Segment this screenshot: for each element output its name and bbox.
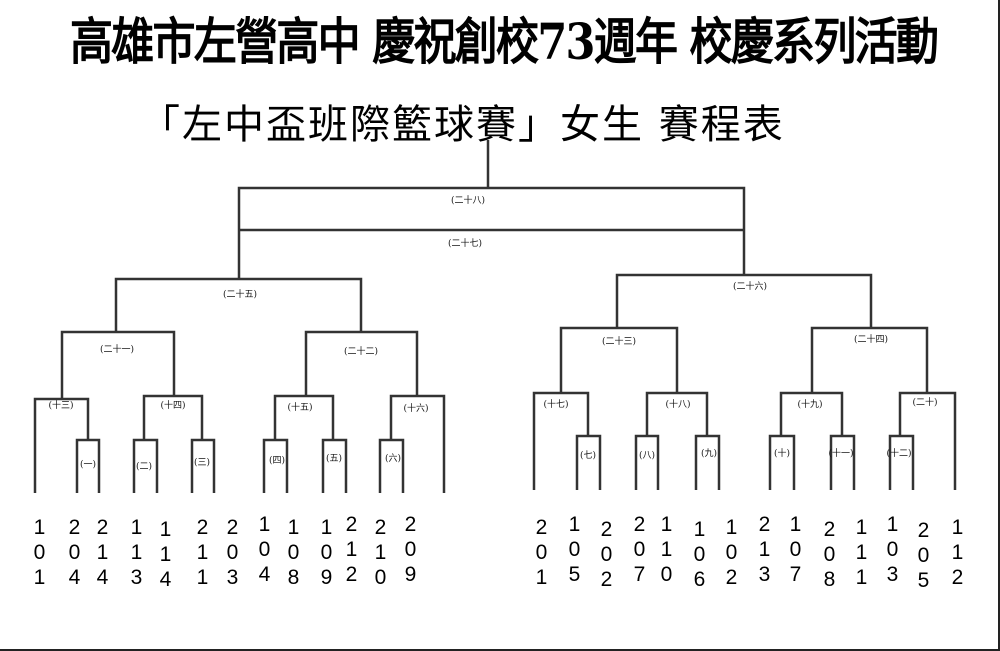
bracket-m15 [273, 394, 335, 440]
match-label-21: (二十一) [100, 343, 134, 355]
team-107: 107 [784, 513, 807, 588]
bracket-m5 [321, 438, 348, 493]
team-113: 113 [125, 516, 148, 591]
team-114: 114 [154, 518, 177, 593]
bracket-m18 [645, 391, 709, 436]
match-label-20: (二十) [912, 396, 937, 408]
match-label-27: (二十七) [448, 237, 482, 249]
match-label-10: (十) [774, 447, 790, 459]
bracket-m21 [60, 330, 176, 399]
match-label-19: (十九) [797, 398, 822, 410]
bracket-m13 [33, 397, 90, 493]
team-112: 112 [946, 516, 969, 591]
page-title: 高雄市左營高中 慶祝創校73週年 校慶系列活動 [70, 12, 939, 71]
match-label-9: (九) [701, 448, 717, 459]
team-104: 104 [253, 513, 276, 588]
team-203: 203 [221, 516, 244, 591]
team-208: 208 [818, 518, 841, 593]
page-border-bottom [0, 649, 1000, 651]
bracket-m27 [237, 228, 746, 279]
team-109: 109 [315, 516, 338, 591]
bracket-m6 [378, 438, 405, 493]
match-label-1: (一) [80, 459, 96, 470]
match-label-3: (三) [194, 457, 210, 468]
bracket-m2 [132, 438, 159, 493]
team-209: 209 [399, 513, 422, 588]
team-202: 202 [595, 518, 618, 593]
match-label-11: (十一) [828, 447, 853, 459]
match-label-2: (二) [136, 461, 152, 472]
match-label-14: (十四) [160, 399, 185, 411]
bracket-m25 [114, 277, 363, 332]
bracket-m3 [190, 438, 216, 493]
match-label-12: (十二) [886, 447, 911, 459]
team-213: 213 [753, 513, 776, 588]
match-label-18: (十八) [665, 398, 690, 410]
bracket-final [237, 140, 746, 230]
team-110: 110 [655, 513, 678, 588]
page-subtitle: 「左中盃班際籃球賽」女生 賽程表 [140, 102, 785, 148]
bracket-m9 [694, 434, 721, 490]
bracket-m10 [768, 434, 796, 490]
team-105: 105 [563, 513, 586, 588]
team-211: 211 [191, 516, 214, 591]
bracket-m23 [559, 326, 679, 393]
match-label-8: (八) [639, 450, 655, 461]
bracket-m20 [898, 391, 957, 490]
match-label-4: (四) [269, 455, 285, 466]
match-label-23: (二十三) [602, 335, 636, 347]
match-label-5: (五) [326, 453, 342, 464]
match-label-6: (六) [385, 452, 401, 464]
bracket-m12 [888, 434, 915, 490]
team-201: 201 [530, 516, 553, 591]
bracket-m24 [810, 326, 929, 393]
team-101: 101 [28, 516, 51, 591]
match-label-22: (二十二) [344, 345, 378, 357]
bracket-m26 [615, 273, 873, 328]
team-102: 102 [720, 516, 743, 591]
match-label-25: (二十五) [223, 288, 257, 300]
team-214: 214 [91, 516, 114, 591]
match-label-16: (十六) [403, 402, 428, 414]
team-103: 103 [881, 513, 904, 588]
team-205: 205 [912, 519, 935, 594]
match-label-13: (十三) [48, 399, 73, 411]
bracket-m19 [779, 391, 844, 436]
team-207: 207 [628, 513, 651, 588]
team-108: 108 [282, 516, 305, 591]
match-label-7: (七) [580, 450, 596, 461]
match-label-15: (十五) [287, 401, 312, 413]
match-label-17: (十七) [543, 398, 568, 410]
bracket-m16 [389, 394, 446, 493]
bracket-m1 [75, 438, 101, 493]
match-label-26: (二十六) [733, 280, 767, 292]
bracket-m14 [142, 394, 204, 440]
team-106: 106 [688, 518, 711, 593]
bracket-m8 [634, 434, 660, 490]
team-210: 210 [369, 516, 392, 591]
bracket-m11 [829, 434, 856, 490]
match-label-24: (二十四) [854, 333, 888, 345]
match-label-28: (二十八) [451, 194, 485, 206]
bracket-m17 [532, 391, 590, 490]
team-204: 204 [63, 516, 86, 591]
bracket-m7 [575, 434, 602, 490]
bracket-m4 [262, 438, 289, 493]
bracket-m22 [304, 330, 419, 396]
page-border-right [998, 0, 1000, 651]
team-111: 111 [850, 516, 873, 591]
team-212: 212 [340, 513, 363, 588]
